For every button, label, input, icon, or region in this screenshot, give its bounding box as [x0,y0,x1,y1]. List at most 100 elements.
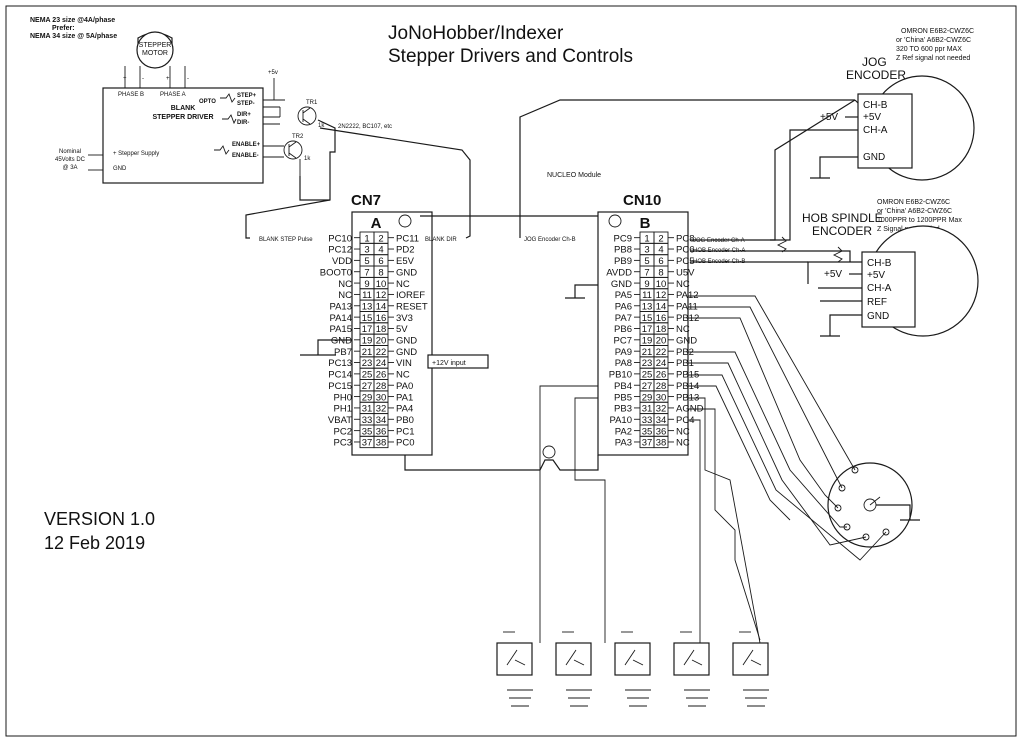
cn7-pin-number: 7 [364,267,369,278]
motor-note-2: Prefer: [52,25,75,32]
cn10-left-pin-label: PA3 [615,438,632,449]
cn7-pin-number: 8 [378,267,383,278]
cn7-pin-number: 10 [376,279,387,290]
hob-note-3: 1000PPR to 1200PPR Max [877,217,962,224]
tr2-label: TR2 [292,134,304,140]
cn10-pin-number: 17 [642,324,653,335]
cn10-pin-number: 35 [642,426,653,437]
cn10-pin-number: 1 [644,233,649,244]
cn10-left-pin-label: PB4 [614,381,632,392]
hob-title-1: HOB SPINDLE [802,211,883,225]
cn7-right-pin-label: NC [396,279,410,290]
pushbutton-switch [614,631,651,707]
cn7-pin-number: 37 [362,438,373,449]
svg-text:-: - [142,76,144,82]
cn7-left-pin-label: PH1 [334,404,352,415]
driver-gnd: GND [113,166,127,172]
cn10-pin-number: 16 [656,313,667,324]
cn7-letter: A [371,215,382,232]
cn10-box [597,211,689,456]
cn10-pin-number: 15 [642,313,653,324]
cn10-pin-number: 6 [658,256,663,267]
cn7-right-pin-label: PA1 [396,392,413,403]
cn10-right-pin-label: PB14 [676,381,699,392]
nucleo-label: NUCLEO Module [547,172,601,179]
cn7-pin-number: 5 [364,256,369,267]
cn7-pin-number: 21 [362,347,373,358]
cn7-pin-number: 16 [376,313,387,324]
cn7-title: CN7 [351,192,381,209]
cn7-left-pin-label: GND [331,336,352,347]
cn7-left-pin-label: PC12 [328,245,352,256]
pushbutton-switch [555,631,592,707]
jog-pin-5v: +5V [863,112,881,123]
transistor-tr2 [283,140,303,160]
cn10-left-pin-label: PA2 [615,426,632,437]
cn10-pin-number: 23 [642,358,653,369]
cn10-left-pin-label: PA5 [615,290,632,301]
cn7-right-pin-label: GND [396,267,417,278]
cn10-pin-number: 31 [642,404,653,415]
cn10-pin-number: 14 [656,301,667,312]
supply-note-3: @ 3A [62,165,77,171]
cn7-left-pin-label: PC13 [328,358,352,369]
cn7-right-pin-label: PD2 [396,245,414,256]
cn10-right-pin-label: NC [676,324,690,335]
cn7-pin-number: 33 [362,415,373,426]
cn7-left-pin-label: PC15 [328,381,352,392]
driver-title-2: STEPPER DRIVER [152,114,213,121]
hob-note-1: OMRON E6B2-CWZ6C [877,199,950,206]
cn10-pin-number: 26 [656,370,667,381]
cn10-pin-number: 30 [656,392,667,403]
cn7-pin-number: 4 [378,245,383,256]
cn10-pin-number: 32 [656,404,667,415]
cn7-pin-number: 2 [378,233,383,244]
jog-note-1: OMRON E6B2-CWZ6C [901,28,974,35]
driver-enable-minus: ENABLE- [232,153,259,159]
driver-enable-plus: ENABLE+ [232,142,261,148]
cn10-mount-hole [608,214,622,228]
cn10-pin-number: 4 [658,245,663,256]
version-line-2: 12 Feb 2019 [44,533,145,553]
pushbutton-switch [673,631,710,707]
vin-label: +12V input [432,360,466,367]
cn10-pin-number: 27 [642,381,653,392]
cn10-pin-number: 21 [642,347,653,358]
cn7-right-pin-label: NC [396,370,410,381]
cn10-right-pin-label: PC8 [676,233,694,244]
supply-note-1: Nominal [59,149,81,155]
stepper-motor-symbol: STEPPER MOTOR + - + - [123,31,189,88]
cn7-pin-number: 23 [362,358,373,369]
cn10-pin-number: 28 [656,381,667,392]
cn7-mount-hole [398,214,412,228]
cn10-pin-number: 19 [642,336,653,347]
cn7-right-pin-label: GND [396,347,417,358]
cn10-right-pin-label: NC [676,279,690,290]
cn10-right-pin-label: PC4 [676,415,694,426]
cn10-right-pin-label: U5V [676,267,695,278]
cn10-right-pin-label: PA11 [676,301,698,312]
cn10-left-pin-label: PB8 [614,245,632,256]
cn7-box [351,211,433,456]
cn7-left-pin-label: PC10 [328,233,352,244]
cn10-left-pin-label: PC7 [614,336,632,347]
jog-title-1: JOG [862,55,887,69]
driver-opto: OPTO [199,99,216,105]
jog-note-3: 320 TO 600 ppr MAX [896,46,962,53]
driver-phase-a: PHASE A [160,92,186,98]
